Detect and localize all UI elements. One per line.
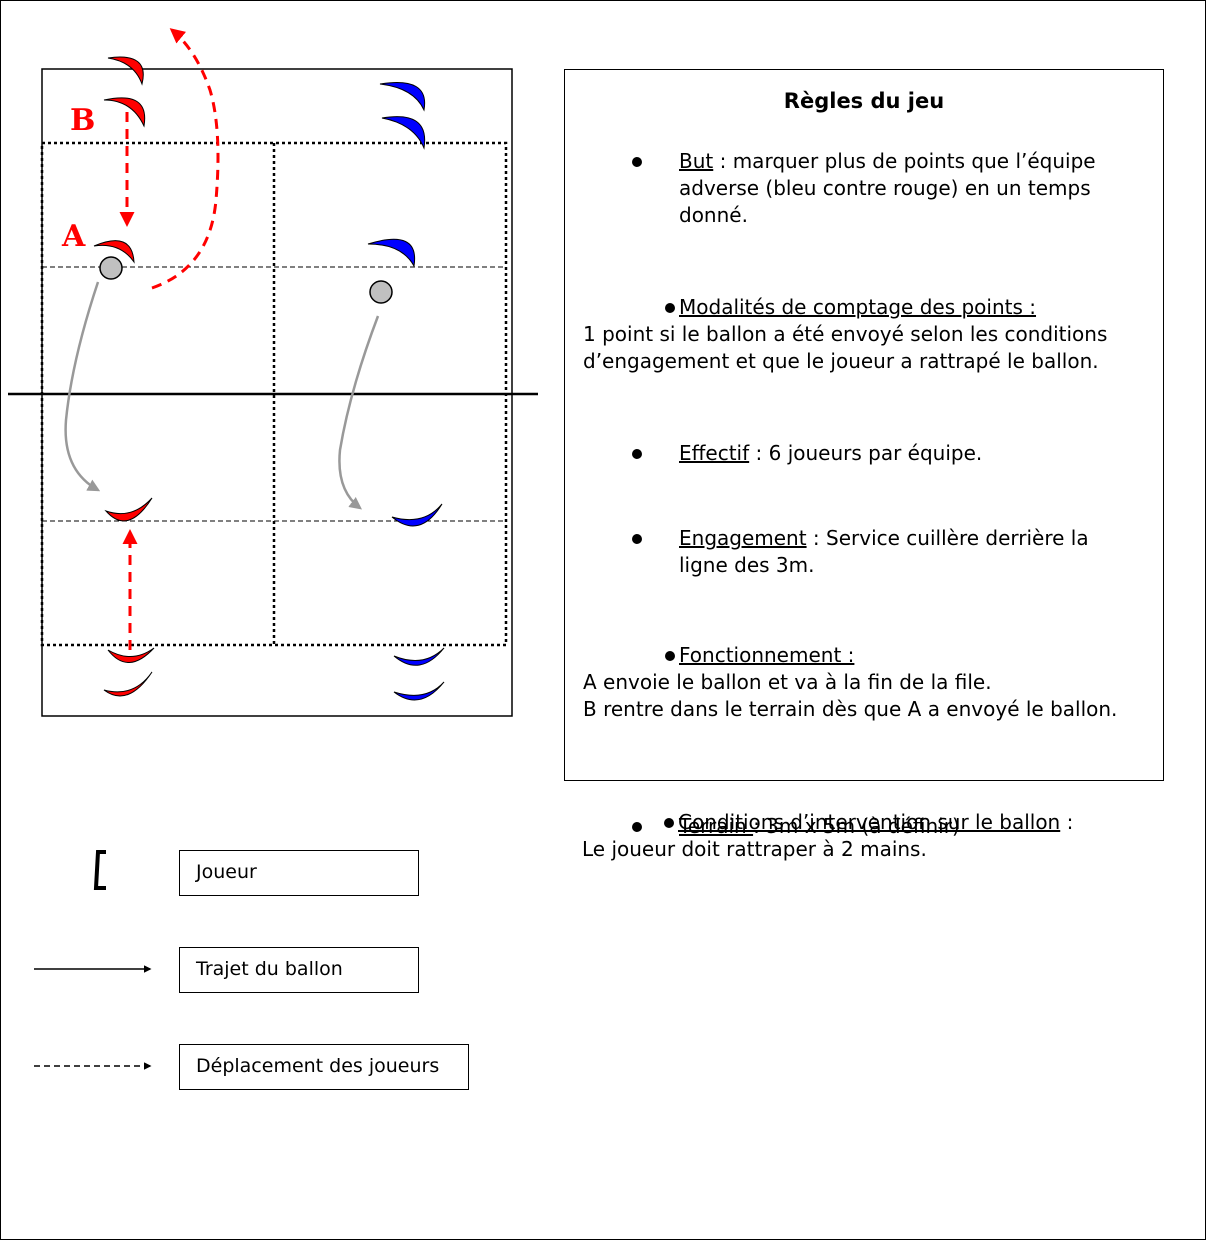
bullet-icon (665, 651, 675, 661)
rule-text: Conditions d’intervention sur le ballon … (678, 809, 1144, 836)
ball-path-red (64, 281, 101, 492)
bullet-icon (664, 818, 674, 828)
rule-content: : 3m x 5m (à définir) (753, 814, 960, 838)
rule-content: : marquer plus de points que l’équipe ad… (679, 149, 1096, 227)
rules-panel: Règles du jeu But : marquer plus de poin… (564, 69, 1164, 838)
rule-label: Fonctionnement : (679, 643, 855, 667)
red-player-queue-top-1 (107, 56, 144, 86)
rule-content: : (1060, 810, 1074, 834)
blue-player-queue-top-2 (381, 116, 426, 150)
rule-label: Modalités de comptage des points : (679, 295, 1037, 319)
legend-player-move: Déplacement des joueurs (179, 1044, 469, 1090)
blue-player-queue-bottom-2 (393, 681, 445, 701)
blue-player-server (367, 238, 416, 268)
rule-text: Terrain : 3m x 5m (à définir) (679, 813, 1143, 840)
blue-player-queue-top-1 (379, 82, 426, 112)
legend-player: Joueur (179, 850, 419, 896)
label-b: B (70, 103, 95, 138)
rules-title: Règles du jeu (783, 89, 945, 113)
bullet-icon (632, 822, 642, 832)
legend-ball-path: Trajet du ballon (179, 947, 419, 993)
move-arrow-a-to-queue (151, 28, 220, 290)
rule-detail: A envoie le ballon et va à la fin de la … (583, 670, 1118, 721)
rule-detail: 1 point si le ballon a été envoyé selon … (583, 322, 1108, 373)
bullet-icon (632, 534, 642, 544)
rule-text: Effectif : 6 joueurs par équipe. (679, 440, 1143, 467)
bullet-icon (632, 449, 642, 459)
rule-detail: Le joueur doit rattraper à 2 mains. (582, 837, 927, 861)
rule-text: Engagement : Service cuillère derrière l… (679, 525, 1143, 579)
rule-label: Terrain (679, 814, 754, 838)
court-outline (41, 68, 513, 717)
bullet-icon (665, 303, 675, 313)
red-player-receiver (104, 497, 153, 522)
blue-player-receiver (391, 503, 443, 527)
rule-label: Effectif (679, 441, 750, 465)
red-player-b (103, 97, 146, 128)
red-player-queue-bottom-2 (103, 671, 153, 697)
rule-text: Fonctionnement : (679, 642, 1143, 669)
rule-content: : Service cuillère derrière la ligne des… (679, 526, 1089, 577)
ball-red-side (99, 256, 123, 280)
ball-blue-side (369, 280, 393, 304)
rule-label: Conditions d’intervention sur le ballon (678, 810, 1061, 834)
court-diagram: B A (8, 28, 538, 1070)
rule-text: But : marquer plus de points que l’équip… (679, 148, 1143, 229)
rule-content: : 6 joueurs par équipe. (749, 441, 983, 465)
bullet-icon (632, 157, 642, 167)
ball-path-blue (338, 315, 380, 510)
red-player-queue-bottom-1 (107, 647, 155, 663)
rule-label: Engagement (679, 526, 807, 550)
label-a: A (61, 219, 86, 254)
blue-player-queue-bottom-1 (393, 647, 445, 666)
rule-text: Modalités de comptage des points : (679, 294, 1143, 321)
legend-player-icon (93, 850, 106, 890)
rule-label: But (679, 149, 714, 173)
red-player-a (93, 240, 135, 264)
